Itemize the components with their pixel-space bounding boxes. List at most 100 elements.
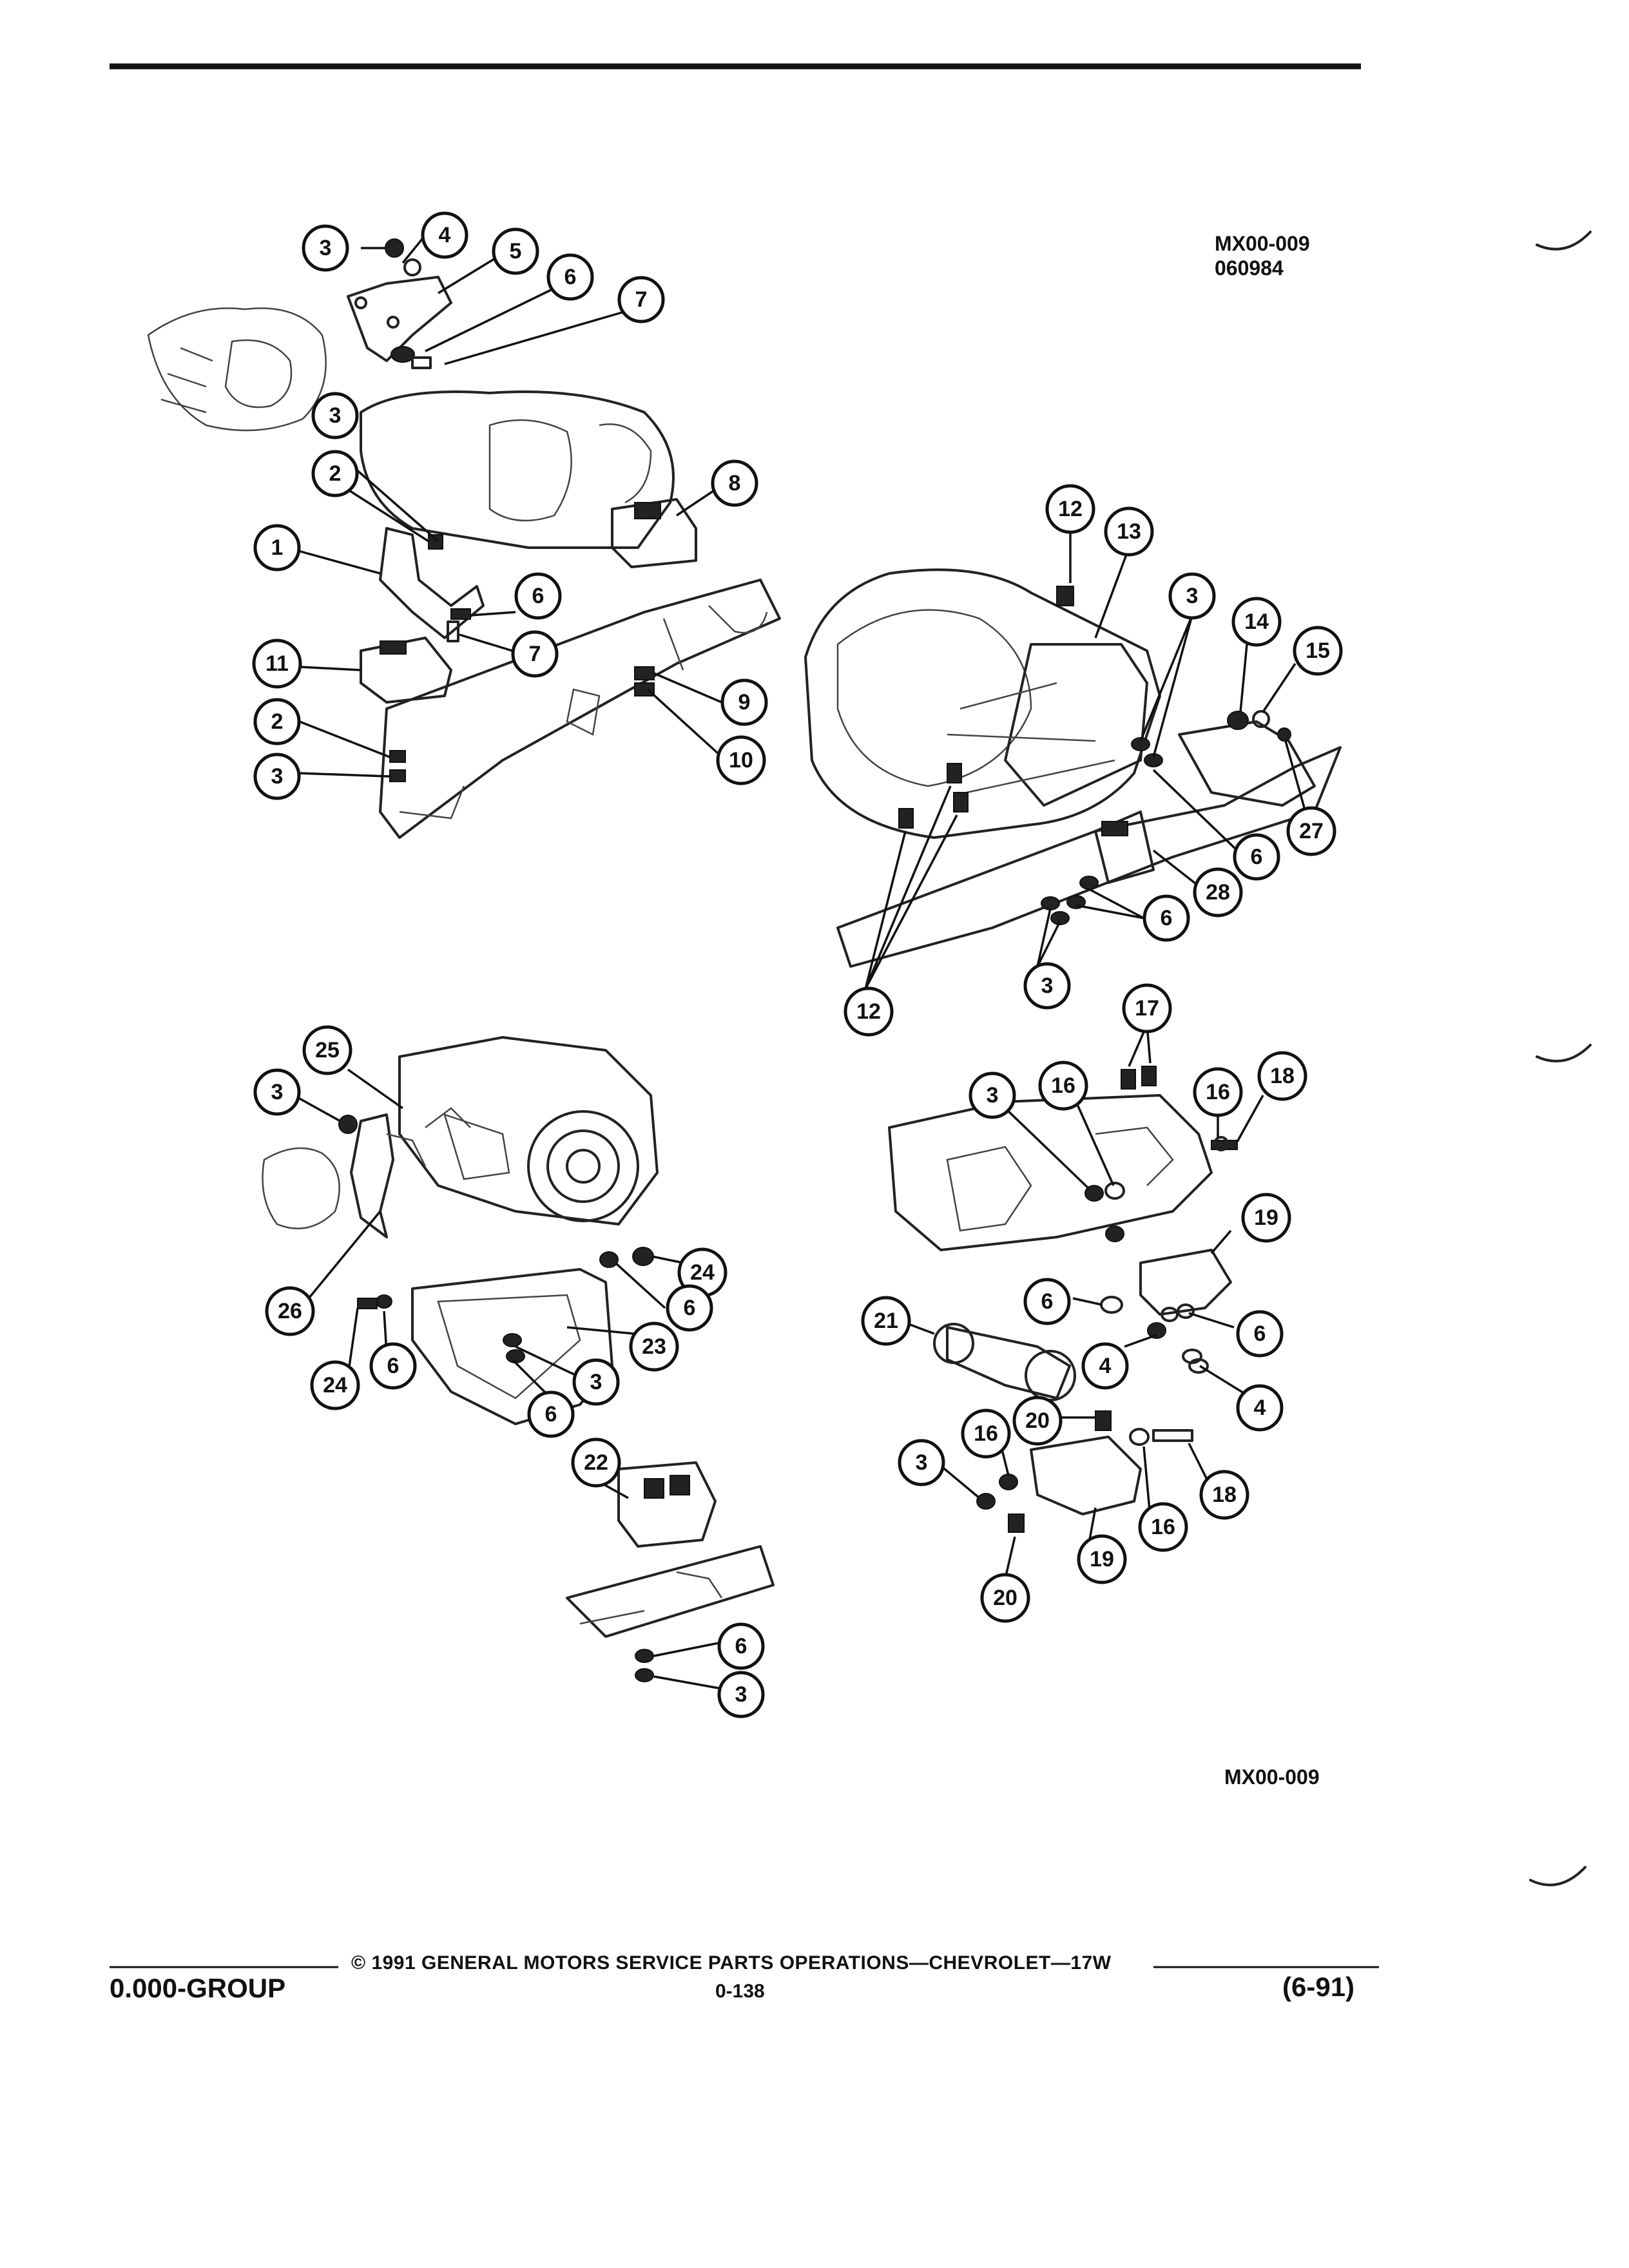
callout-16: 16 <box>961 1408 1011 1459</box>
callout-3: 3 <box>302 224 349 272</box>
copyright-line: © 1991 GENERAL MOTORS SERVICE PARTS OPER… <box>351 1952 1112 1974</box>
svg-text:16: 16 <box>1151 1515 1175 1539</box>
svg-text:3: 3 <box>271 1080 284 1104</box>
svg-text:3: 3 <box>1186 584 1199 608</box>
svg-text:9: 9 <box>738 690 751 715</box>
svg-text:2: 2 <box>329 461 342 486</box>
page-number: 0-138 <box>715 1981 765 2002</box>
binder-mark <box>1536 231 1592 251</box>
callout-18: 18 <box>1199 1470 1249 1520</box>
callout-22: 22 <box>571 1437 621 1488</box>
svg-text:19: 19 <box>1090 1547 1114 1571</box>
svg-text:16: 16 <box>1206 1080 1230 1104</box>
callout-20: 20 <box>980 1573 1030 1623</box>
svg-text:6: 6 <box>1041 1289 1054 1314</box>
svg-text:6: 6 <box>1251 845 1263 869</box>
svg-text:3: 3 <box>916 1450 928 1475</box>
callout-3: 3 <box>717 1671 765 1718</box>
svg-text:20: 20 <box>1025 1408 1050 1433</box>
svg-text:24: 24 <box>690 1260 715 1285</box>
callout-3: 3 <box>311 392 359 439</box>
callout-6: 6 <box>1023 1278 1071 1325</box>
callout-6: 6 <box>369 1342 417 1390</box>
svg-text:6: 6 <box>545 1402 557 1427</box>
top-right-assembly <box>804 530 1342 990</box>
svg-text:6: 6 <box>564 265 577 289</box>
svg-text:11: 11 <box>265 651 289 676</box>
callout-26: 26 <box>265 1286 315 1336</box>
svg-text:3: 3 <box>320 236 332 260</box>
callout-4: 4 <box>1236 1384 1284 1432</box>
svg-text:6: 6 <box>1161 906 1173 930</box>
svg-text:6: 6 <box>1254 1321 1266 1346</box>
svg-text:3: 3 <box>987 1083 999 1108</box>
svg-text:4: 4 <box>1254 1396 1266 1420</box>
svg-text:4: 4 <box>439 223 451 247</box>
svg-text:19: 19 <box>1254 1206 1278 1230</box>
callout-27: 27 <box>1286 806 1336 856</box>
svg-text:5: 5 <box>510 239 522 264</box>
callout-2: 2 <box>311 450 359 497</box>
callout-19: 19 <box>1241 1193 1291 1243</box>
callout-25: 25 <box>302 1025 352 1075</box>
svg-text:3: 3 <box>329 403 342 428</box>
svg-text:6: 6 <box>387 1354 400 1378</box>
callout-20: 20 <box>1012 1396 1063 1446</box>
callout-8: 8 <box>711 459 758 507</box>
callout-24: 24 <box>677 1247 728 1298</box>
svg-text:25: 25 <box>315 1038 340 1062</box>
svg-text:14: 14 <box>1244 610 1269 634</box>
callout-6: 6 <box>666 1284 713 1332</box>
callout-6: 6 <box>1142 894 1190 942</box>
callout-16: 16 <box>1038 1061 1088 1111</box>
revision-date: (6-91) <box>1282 1972 1355 2002</box>
svg-text:13: 13 <box>1117 519 1141 544</box>
svg-text:22: 22 <box>584 1450 608 1475</box>
callout-3: 3 <box>1023 962 1071 1010</box>
svg-text:23: 23 <box>642 1334 666 1359</box>
svg-text:18: 18 <box>1212 1483 1237 1507</box>
svg-text:16: 16 <box>1051 1073 1075 1098</box>
svg-text:16: 16 <box>974 1421 998 1446</box>
binder-mark <box>1536 1044 1592 1062</box>
callout-6: 6 <box>717 1622 765 1670</box>
svg-text:3: 3 <box>590 1370 602 1394</box>
svg-text:4: 4 <box>1099 1354 1112 1378</box>
callout-3: 3 <box>1168 572 1216 620</box>
figure-date-code: 060984 <box>1215 256 1284 280</box>
svg-text:20: 20 <box>993 1586 1017 1610</box>
callout-7: 7 <box>617 276 665 323</box>
svg-text:8: 8 <box>729 471 741 495</box>
svg-text:2: 2 <box>271 709 284 734</box>
callout-9: 9 <box>720 678 768 726</box>
figure-ref-code-bottom: MX00-009 <box>1224 1765 1320 1789</box>
svg-text:28: 28 <box>1206 880 1230 905</box>
svg-text:3: 3 <box>735 1682 747 1707</box>
callout-19: 19 <box>1077 1534 1127 1584</box>
callout-3: 3 <box>253 753 301 800</box>
figure-ref-code: MX00-009 <box>1215 232 1310 255</box>
callout-14: 14 <box>1231 597 1282 647</box>
callout-28: 28 <box>1193 867 1243 918</box>
callout-23: 23 <box>629 1321 679 1372</box>
callout-7: 7 <box>511 630 559 678</box>
svg-text:21: 21 <box>874 1309 898 1333</box>
callout-24: 24 <box>310 1360 360 1410</box>
binder-mark <box>1529 1866 1586 1887</box>
svg-text:10: 10 <box>729 748 753 773</box>
callout-15: 15 <box>1293 626 1343 676</box>
callout-12: 12 <box>1045 484 1095 534</box>
svg-text:12: 12 <box>1058 497 1083 521</box>
callout-21: 21 <box>861 1296 911 1346</box>
svg-text:26: 26 <box>278 1299 302 1323</box>
svg-text:12: 12 <box>856 999 881 1024</box>
callout-4: 4 <box>421 211 468 259</box>
callout-4: 4 <box>1081 1342 1129 1390</box>
callout-1: 1 <box>253 524 301 572</box>
svg-text:7: 7 <box>529 642 541 666</box>
svg-text:15: 15 <box>1306 639 1330 663</box>
callout-3: 3 <box>253 1068 301 1116</box>
callout-6: 6 <box>514 572 562 620</box>
callout-3: 3 <box>969 1072 1016 1119</box>
